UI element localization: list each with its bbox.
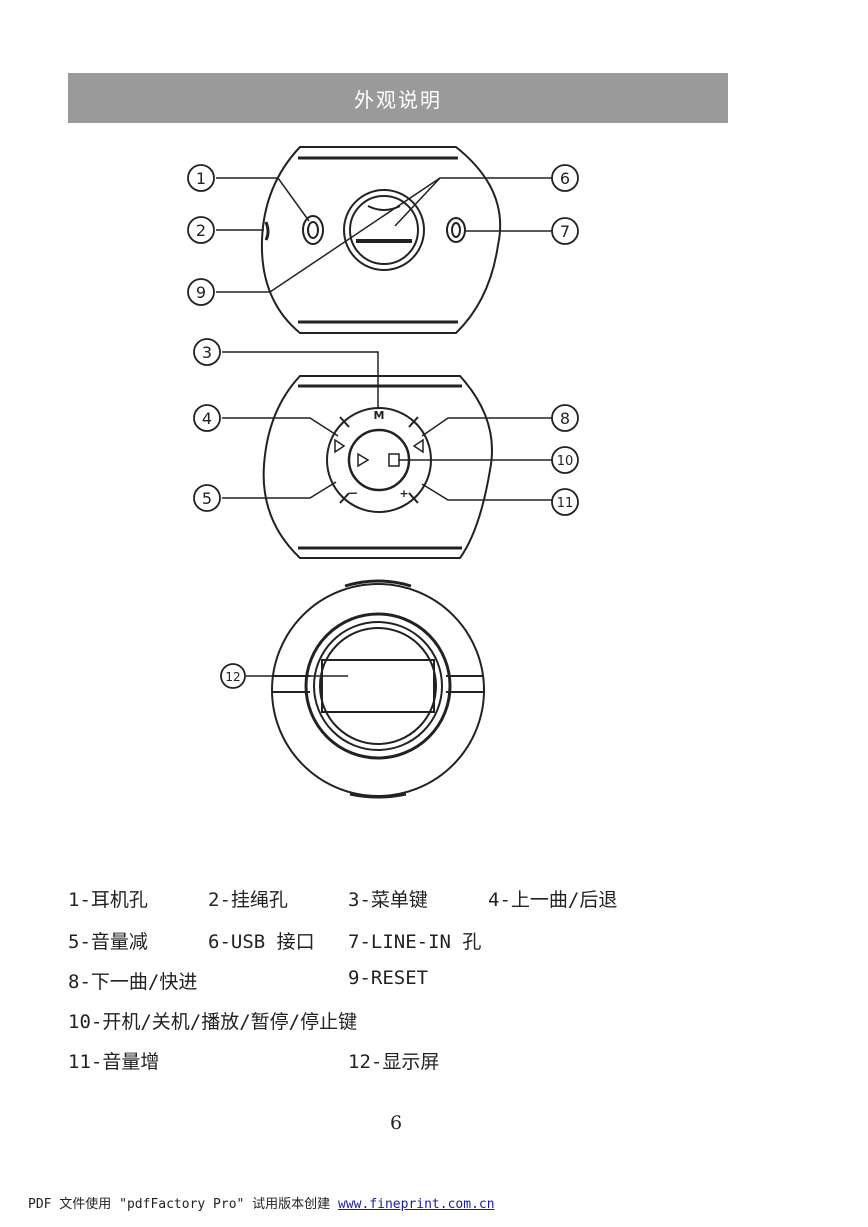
legend-item: 1-耳机孔 [68, 889, 148, 911]
legend-item: 3-菜单键 [348, 889, 428, 911]
legend-item: 4-上一曲/后退 [488, 889, 618, 911]
svg-text:8: 8 [560, 409, 570, 428]
callout-2: 2 [187, 216, 215, 244]
callout-8: 8 [551, 404, 579, 432]
page-number: 6 [390, 1112, 403, 1134]
callout-11: 11 [551, 488, 579, 516]
callout-5: 5 [193, 484, 221, 512]
control-view-leaders [222, 351, 552, 501]
footer-link[interactable]: www.fineprint.com.cn [338, 1197, 495, 1212]
callout-1: 1 [187, 164, 215, 192]
callout-3: 3 [193, 338, 221, 366]
section-title-bar: 外观说明 [68, 73, 728, 123]
svg-text:4: 4 [202, 409, 212, 428]
svg-text:7: 7 [560, 222, 570, 241]
svg-text:12: 12 [225, 670, 240, 684]
svg-text:6: 6 [560, 169, 570, 188]
legend-item: 7-LINE-IN 孔 [348, 931, 482, 953]
legend-item: 2-挂绳孔 [208, 889, 288, 911]
svg-text:2: 2 [196, 221, 206, 240]
minus-mark: − [348, 486, 358, 500]
device-figures: M − + 1 2 9 6 [187, 146, 579, 799]
legend-item: 12-显示屏 [348, 1051, 440, 1073]
plus-mark: + [399, 487, 408, 500]
pdf-footer: PDF 文件使用 "pdfFactory Pro" 试用版本创建 www.fin… [28, 1193, 495, 1212]
legend-item: 8-下一曲/快进 [68, 971, 198, 993]
svg-text:5: 5 [202, 489, 212, 508]
legend-item: 10-开机/关机/播放/暂停/停止键 [68, 1011, 358, 1033]
legend-item: 9-RESET [348, 967, 429, 989]
legend-item: 5-音量减 [68, 931, 148, 953]
callout-4: 4 [193, 404, 221, 432]
footer-text: PDF 文件使用 "pdfFactory Pro" 试用版本创建 [28, 1197, 339, 1212]
svg-text:10: 10 [557, 454, 574, 469]
legend-item: 6-USB 接口 [208, 931, 315, 953]
menu-mark: M [374, 409, 385, 422]
section-title: 外观说明 [354, 87, 442, 112]
top-view-leaders [216, 177, 552, 293]
top-view-figure [260, 146, 502, 334]
callout-9: 9 [187, 278, 215, 306]
svg-text:11: 11 [557, 496, 574, 511]
callout-7: 7 [551, 217, 579, 245]
display-view-figure [271, 579, 485, 799]
callout-6: 6 [551, 164, 579, 192]
legend-item: 11-音量增 [68, 1051, 160, 1073]
callout-10: 10 [551, 446, 579, 474]
svg-text:9: 9 [196, 283, 206, 302]
callout-12: 12 [220, 663, 246, 689]
svg-text:1: 1 [196, 169, 206, 188]
svg-text:3: 3 [202, 343, 212, 362]
